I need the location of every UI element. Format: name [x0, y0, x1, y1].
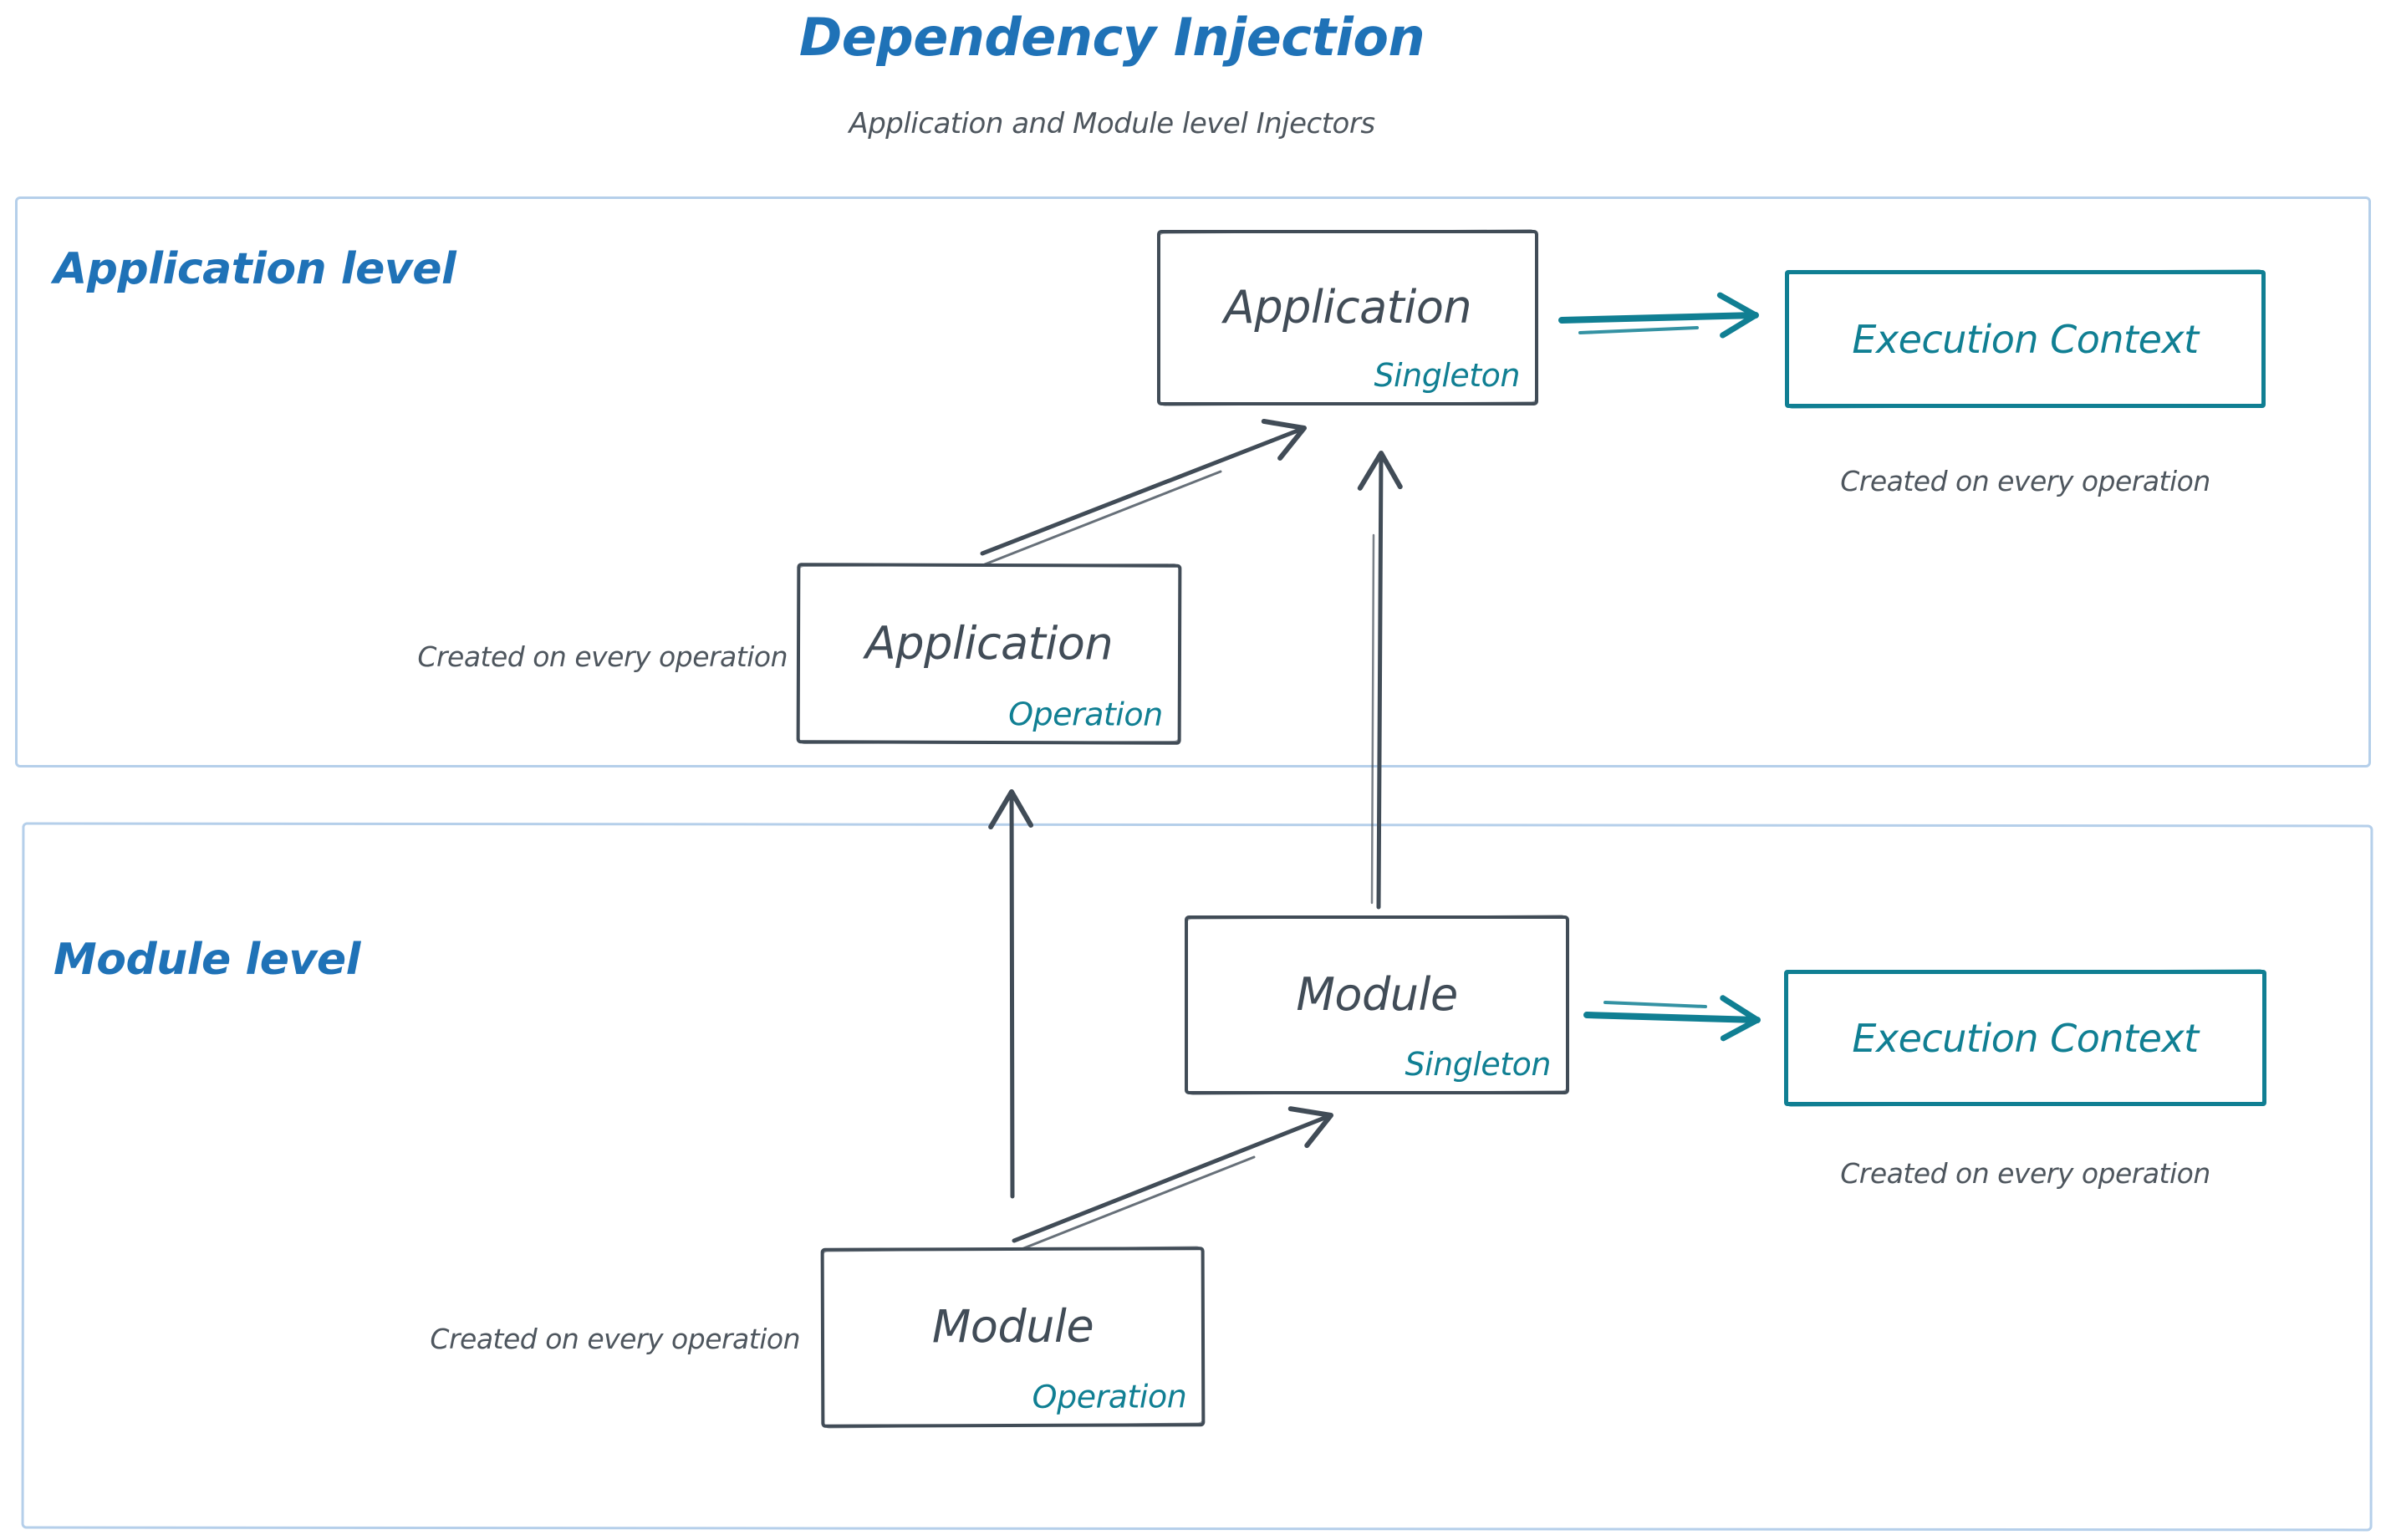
application-execution-context-label: Execution Context — [1852, 316, 2199, 362]
arrow-application-singleton-to-execution-context — [1558, 292, 1759, 339]
module-level-label: Module level — [54, 935, 361, 985]
page-title: Dependency Injection — [798, 7, 1425, 68]
arrow-application-operation-to-application-singleton — [980, 418, 1307, 566]
application-singleton-box: Application Singleton — [1157, 230, 1538, 405]
application-singleton-tag: Singleton — [1374, 357, 1520, 394]
module-operation-note: Created on every operation — [430, 1323, 800, 1355]
module-operation-box: Module Operation — [820, 1247, 1206, 1428]
application-operation-title: Application — [864, 615, 1114, 671]
arrow-module-operation-to-module-singleton — [1012, 1106, 1333, 1252]
arrow-module-singleton-to-execution-context — [1583, 995, 1761, 1042]
module-singleton-box: Module Singleton — [1185, 915, 1569, 1094]
application-execution-context-box: Execution Context — [1785, 270, 2266, 408]
module-singleton-title: Module — [1296, 967, 1458, 1021]
arrow-module-singleton-to-application-singleton — [1357, 451, 1403, 910]
application-operation-note: Created on every operation — [417, 640, 788, 673]
application-level-frame — [15, 196, 2371, 767]
application-level-label: Application level — [54, 244, 456, 294]
application-execution-context-note: Created on every operation — [1840, 465, 2210, 497]
module-execution-context-box: Execution Context — [1784, 970, 2266, 1106]
application-singleton-title: Application — [1223, 280, 1472, 334]
module-operation-tag: Operation — [1032, 1378, 1187, 1415]
application-operation-tag: Operation — [1008, 696, 1163, 733]
module-operation-title: Module — [931, 1299, 1094, 1354]
module-singleton-tag: Singleton — [1405, 1046, 1551, 1083]
page-subtitle: Application and Module level Injectors — [849, 107, 1375, 140]
application-operation-box: Application Operation — [796, 563, 1182, 745]
module-execution-context-label: Execution Context — [1852, 1015, 2199, 1061]
module-execution-context-note: Created on every operation — [1840, 1157, 2210, 1190]
